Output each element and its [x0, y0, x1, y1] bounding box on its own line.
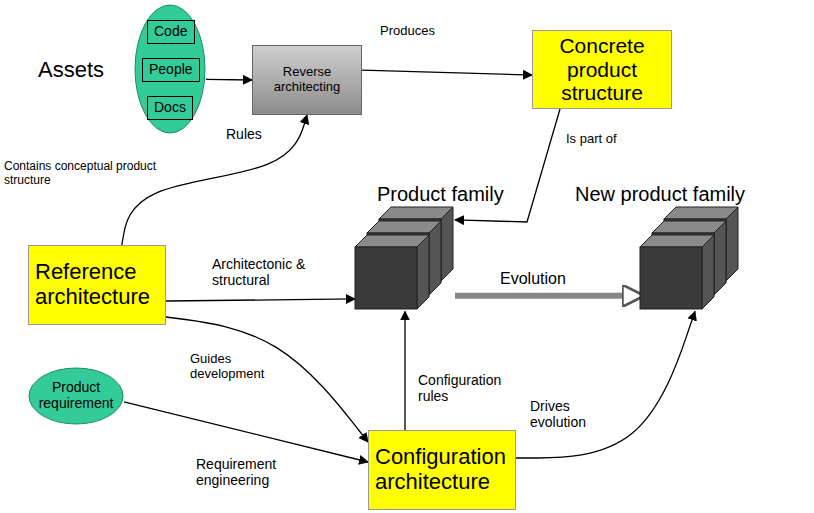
connector	[166, 299, 355, 301]
node-text: Concrete product structure	[539, 34, 665, 105]
edge-label: Guides development	[190, 352, 270, 382]
requirement-ellipse: Product requirement	[28, 367, 124, 425]
cube-top	[664, 207, 738, 219]
artifact-box: Concrete product structure	[532, 30, 672, 109]
asset-box: People	[142, 58, 200, 82]
node-text: New product family	[575, 183, 775, 205]
edge-label: Drives evolution	[530, 398, 610, 430]
ellipse-fill	[135, 5, 205, 133]
edge-label: Configuration rules	[418, 372, 513, 404]
asset-box: Docs	[147, 96, 193, 120]
connector	[516, 311, 695, 458]
cube-side	[726, 207, 738, 281]
edge-label: Requirement engineering	[196, 456, 306, 488]
node-text: People	[149, 62, 193, 78]
cube-top	[640, 235, 714, 247]
product-stack: Product family	[355, 183, 515, 311]
edge-label: Rules	[226, 126, 286, 142]
cube-side	[441, 207, 453, 281]
box-stack	[355, 207, 455, 311]
cube-top	[379, 207, 453, 219]
node-text: Assets	[38, 58, 104, 83]
cube-top	[355, 235, 429, 247]
connector	[124, 402, 368, 462]
evolution-arrow	[455, 293, 640, 299]
cube-side	[714, 221, 726, 295]
cube-side	[429, 221, 441, 295]
note-label: Contains conceptual product structure	[4, 160, 169, 188]
asset-ellipse: Assets CodePeopleDocs	[38, 4, 208, 134]
architecture-box: Configuration architecture	[368, 430, 516, 510]
node-text: Reference architecture	[35, 260, 159, 309]
node-text: Product requirement	[38, 380, 114, 411]
edge-label: Evolution	[500, 270, 600, 288]
connector	[362, 70, 532, 75]
asset-box: Code	[147, 20, 195, 44]
process-box: Reverse architecting	[252, 45, 362, 115]
edge-label: Architectonic & structural	[212, 256, 342, 288]
cube-front	[355, 247, 417, 309]
node-text: Configuration architecture	[375, 445, 509, 494]
cube-top	[652, 221, 726, 233]
edge-label: Is part of	[566, 132, 646, 147]
edge-label: Produces	[380, 24, 460, 39]
cube-side	[702, 235, 714, 309]
node-text: Product family	[355, 183, 515, 205]
architecture-box: Reference architecture	[28, 245, 166, 325]
cube-top	[367, 221, 441, 233]
connector	[206, 79, 252, 81]
connector	[122, 115, 307, 245]
connector	[404, 311, 405, 430]
connector	[166, 317, 368, 442]
node-text: Docs	[154, 100, 186, 116]
product-stack: New product family	[575, 183, 775, 311]
node-text: Reverse architecting	[259, 65, 355, 94]
cube-side	[417, 235, 429, 309]
cube-front	[640, 247, 702, 309]
node-text: Code	[154, 24, 187, 40]
connector	[455, 109, 560, 222]
ellipse-fill	[29, 368, 123, 424]
box-stack	[640, 207, 740, 311]
